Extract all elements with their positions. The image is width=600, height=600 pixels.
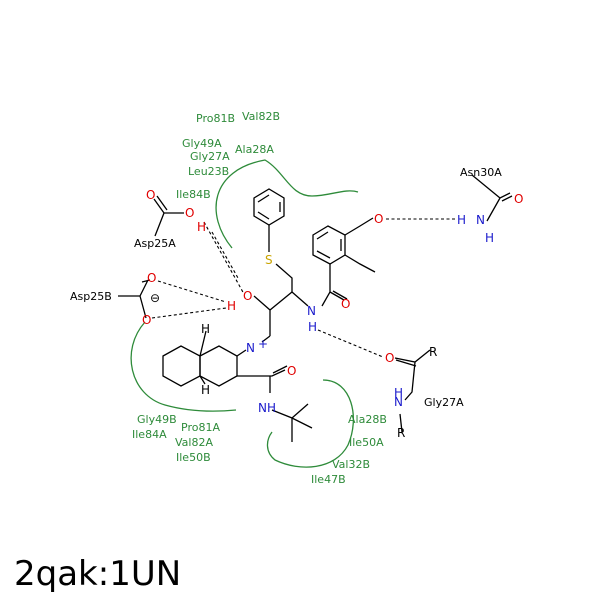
label-asp25b: Asp25B bbox=[70, 290, 112, 303]
atom-o-phenol: O bbox=[374, 212, 383, 226]
residue-gly27a-top: Gly27A bbox=[190, 150, 230, 163]
residue-ala28b: Ala28B bbox=[348, 413, 387, 426]
hydrophobic-arc-bottom-left bbox=[130, 321, 237, 412]
atom-h-asp25a: H bbox=[197, 220, 206, 234]
residue-ile84b: Ile84B bbox=[176, 188, 211, 201]
hbond-asp25b-o2-h bbox=[151, 307, 227, 319]
residue-ile50b: Ile50B bbox=[176, 451, 211, 464]
tert-butyl bbox=[271, 403, 313, 442]
label-gly27a-right: Gly27A bbox=[424, 396, 464, 409]
atom-o-asn30a: O bbox=[514, 192, 523, 206]
phenyl-ring bbox=[253, 188, 285, 226]
atom-o-asp25b-2: O bbox=[142, 313, 151, 327]
benzamide-ring bbox=[312, 225, 346, 265]
atom-s-thioether: S bbox=[265, 253, 273, 267]
central-chain bbox=[253, 291, 309, 343]
hydrophobic-arc-bottom-right bbox=[266, 379, 355, 468]
decahydro-ring-right bbox=[199, 345, 238, 387]
atom-plus-charge: + bbox=[258, 337, 268, 351]
residue-ile84a: Ile84A bbox=[132, 428, 167, 441]
atom-h1-asn30a: H bbox=[457, 213, 466, 227]
residue-gly49a: Gly49A bbox=[182, 137, 222, 150]
asp25a-bonds bbox=[153, 195, 184, 237]
atom-o-hydroxyl: O bbox=[243, 289, 252, 303]
label-asp25a: Asp25A bbox=[134, 237, 176, 250]
residue-ile47b: Ile47B bbox=[311, 473, 346, 486]
asp25b-bonds bbox=[118, 279, 151, 319]
atom-n-gly27a: N bbox=[394, 395, 403, 409]
atom-h-hydroxyl: H bbox=[227, 299, 236, 313]
residue-gly49b: Gly49B bbox=[137, 413, 177, 426]
hbond-asp25a-h bbox=[203, 221, 245, 295]
gly27a-bonds bbox=[394, 349, 431, 433]
residue-val82b-top: Val82B bbox=[242, 110, 280, 123]
atom-o-tbu-amide: O bbox=[287, 364, 296, 378]
atom-h-tbu: H bbox=[267, 401, 276, 415]
hbond-nh-gly27 bbox=[317, 329, 384, 358]
atom-r-gly27a-bottom: R bbox=[397, 426, 405, 440]
atom-h-ring-bottom: H bbox=[201, 383, 210, 397]
atom-o-asp25a-1: O bbox=[146, 188, 155, 202]
residue-ala28a: Ala28A bbox=[235, 143, 274, 156]
residue-val32b: Val32B bbox=[332, 458, 370, 471]
atom-o-benzamide: O bbox=[341, 297, 350, 311]
hbond-asp25a-oh bbox=[211, 231, 239, 279]
phenyl-inner bbox=[257, 194, 281, 220]
atom-h-ring-top: H bbox=[201, 322, 210, 336]
atom-o-asp25a-2: O bbox=[185, 206, 194, 220]
atom-n-amide: N bbox=[307, 304, 316, 318]
atom-o-gly27a: O bbox=[385, 351, 394, 365]
asn30a-bonds bbox=[471, 174, 513, 222]
atom-n-asn30a: N bbox=[476, 213, 485, 227]
s-ch2-chain bbox=[275, 263, 293, 292]
atom-h-amide: H bbox=[308, 320, 317, 334]
atom-o-asp25b-1: O bbox=[147, 271, 156, 285]
hydrophobic-arc-top-left bbox=[215, 159, 359, 249]
atom-n-plus: N bbox=[246, 341, 255, 355]
atom-h-gly27a: H bbox=[394, 386, 403, 400]
atom-h2-asn30a: H bbox=[485, 231, 494, 245]
decahydro-ring-left bbox=[162, 345, 201, 387]
atom-r-gly27a-top: R bbox=[429, 345, 437, 359]
residue-leu23b: Leu23B bbox=[188, 165, 229, 178]
atom-minus-charge: ⊖ bbox=[150, 291, 160, 305]
diagram-title: 2qak:1UN bbox=[14, 554, 181, 594]
benzamide-inner bbox=[316, 231, 342, 259]
benzamide-substituents bbox=[321, 217, 376, 307]
residue-pro81a: Pro81A bbox=[181, 421, 220, 434]
decahydro-substituents bbox=[199, 330, 288, 393]
residue-val82a: Val82A bbox=[175, 436, 213, 449]
atom-n-tbu: N bbox=[258, 401, 267, 415]
hbond-asp25b-o1-h bbox=[157, 280, 227, 303]
label-asn30a: Asn30A bbox=[460, 166, 502, 179]
residue-ile50a: Ile50A bbox=[349, 436, 384, 449]
residue-pro81b-top: Pro81B bbox=[196, 112, 235, 125]
